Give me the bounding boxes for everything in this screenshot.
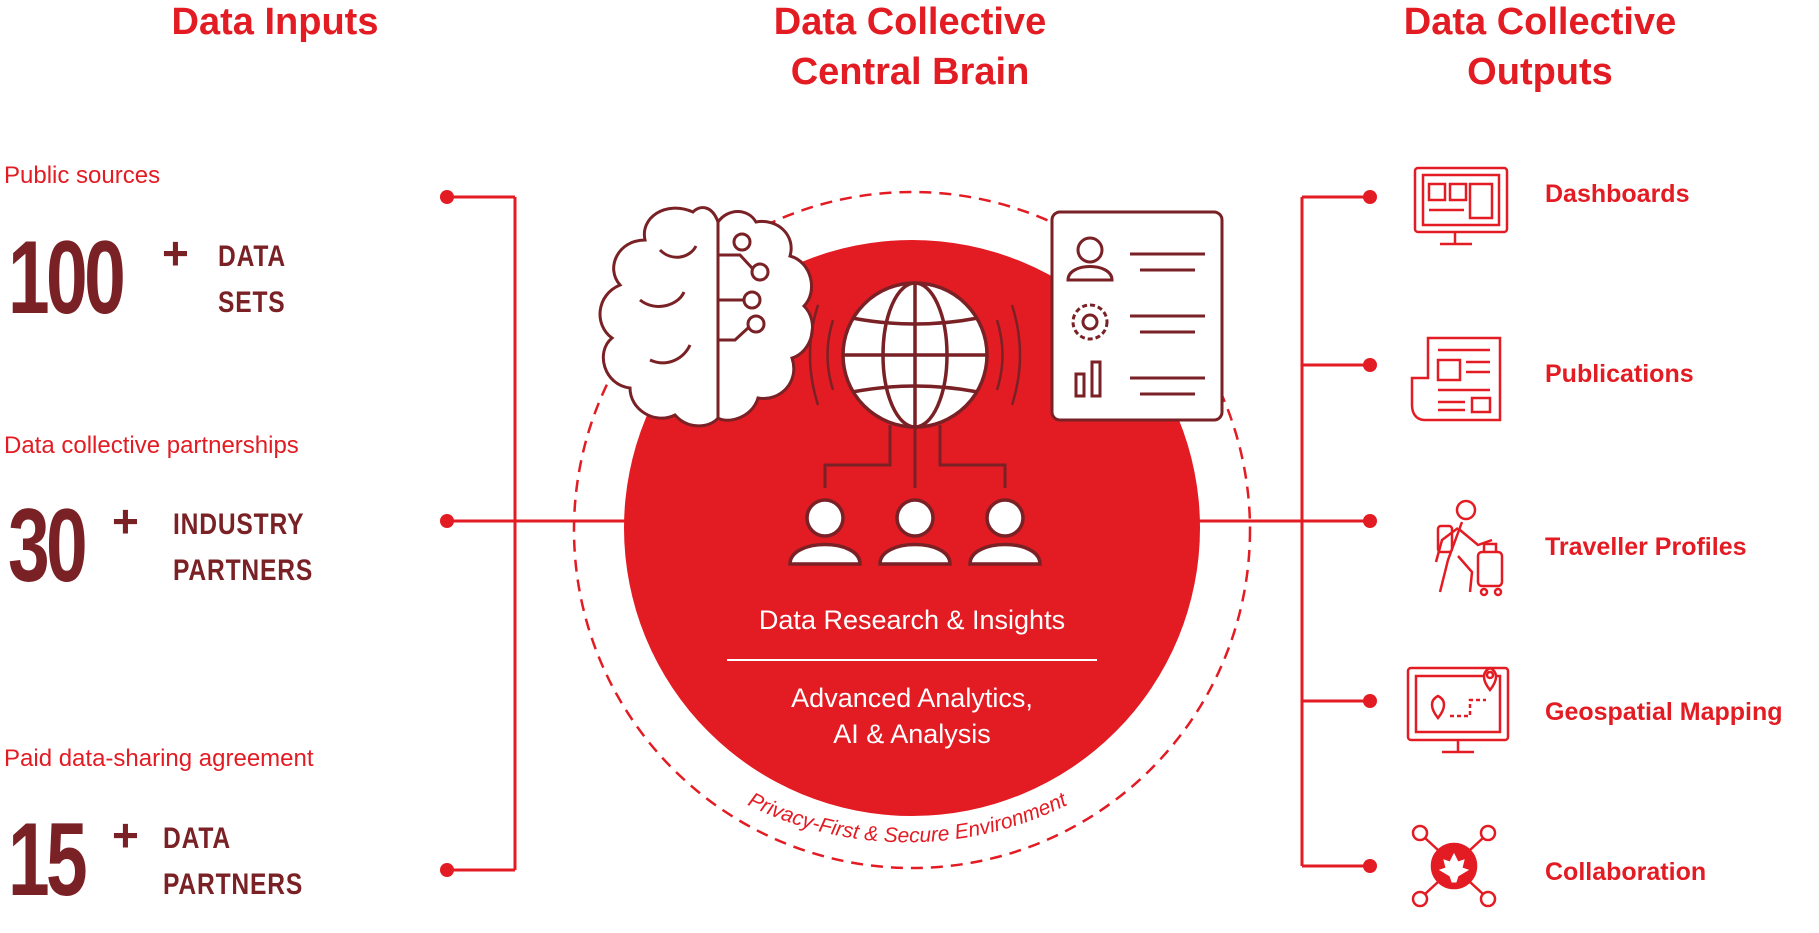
brain-heading: Data Collective Central Brain [690,0,1130,97]
output-label-publications: Publications [1545,360,1694,388]
map-pin-monitor-icon [1406,666,1510,754]
input-label-partnerships: Data collective partnerships [4,432,299,459]
input-unit-line2: SETS [218,286,286,319]
input-plus: + [162,227,189,279]
input-label-paid-agreement: Paid data-sharing agreement [4,745,314,772]
newspaper-icon [1410,336,1502,422]
maple-leaf-network-icon [1411,824,1497,908]
input-stat-data-sets: 100 + DATA SETS [8,226,348,336]
input-connector-dots [440,190,454,877]
input-plus: + [112,809,139,861]
output-label-traveller-profiles: Traveller Profiles [1545,533,1747,561]
input-unit-line1: DATA [218,240,286,273]
traveller-luggage-icon [1434,499,1504,597]
outputs-heading-line1: Data Collective [1403,1,1677,43]
brain-heading-line1: Data Collective [773,1,1047,43]
globe-network-lines [823,425,1007,488]
people-icons [788,498,1042,566]
input-connector [447,195,635,872]
input-stat-industry-partners: 30 + INDUSTRY PARTNERS [8,494,348,604]
dashboard-monitor-icon [1413,166,1509,246]
output-connector [1190,195,1370,868]
input-number: 15 [8,802,88,918]
brain-circuit-icon [598,206,814,428]
input-number: 30 [8,488,88,604]
output-label-geospatial-mapping: Geospatial Mapping [1545,698,1783,726]
outputs-heading: Data Collective Outputs [1340,0,1740,97]
secure-environment-ring [572,190,1252,870]
input-unit-line1: DATA [163,822,231,855]
person-icon [878,498,952,566]
input-unit-line1: INDUSTRY [173,508,305,541]
brain-heading-line2: Central Brain [790,51,1030,93]
input-unit-line2: PARTNERS [173,554,314,587]
output-connector-dots [1363,190,1377,873]
inputs-heading: Data Inputs [150,0,400,47]
output-label-collaboration: Collaboration [1545,858,1707,886]
input-number: 100 [8,220,126,336]
center-line1: Data Research & Insights [758,605,1066,635]
input-unit-line2: PARTNERS [163,868,304,901]
profile-document-icon [1050,210,1224,422]
inputs-heading-text: Data Inputs [171,1,379,43]
center-line2: Advanced Analytics, [791,683,1033,713]
person-icon [968,498,1042,566]
person-icon [788,498,862,566]
center-line3: AI & Analysis [833,719,991,749]
input-plus: + [112,495,139,547]
input-label-public-sources: Public sources [4,162,161,189]
outputs-heading-line2: Outputs [1467,51,1613,93]
output-label-dashboards: Dashboards [1545,180,1690,208]
input-stat-data-partners: 15 + DATA PARTNERS [8,808,348,918]
